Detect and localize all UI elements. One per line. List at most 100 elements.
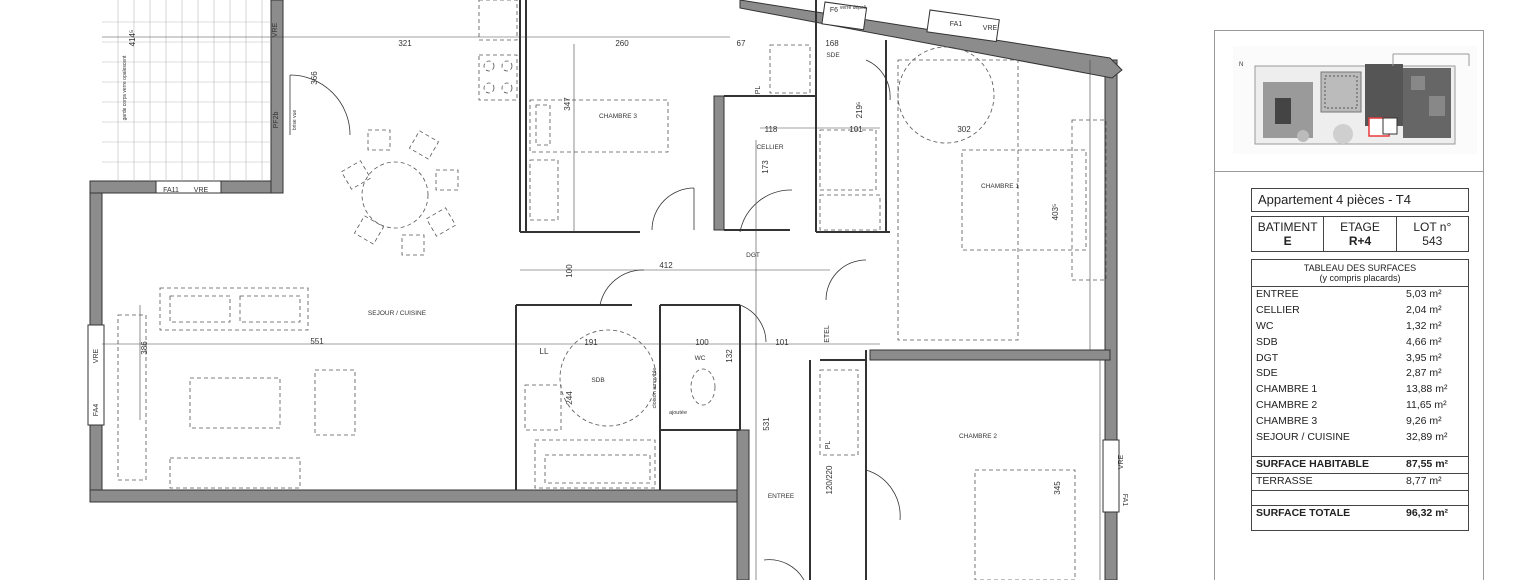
dim-345: 345: [1053, 481, 1062, 495]
surface-room: DGT: [1256, 351, 1279, 364]
dim-118: 118: [765, 125, 778, 134]
dim-403: 403⁵: [1051, 204, 1060, 221]
surface-area: 13,88 m²: [1406, 383, 1448, 396]
apartment-title: Appartement 4 pièces - T4: [1251, 188, 1469, 212]
dim-173: 173: [761, 160, 770, 174]
dim-260: 260: [615, 39, 629, 48]
surface-area: 9,26 m²: [1406, 415, 1442, 428]
surface-room: SEJOUR / CUISINE: [1256, 431, 1350, 444]
mark-fa11: FA11: [163, 187, 179, 194]
dim-412: 412: [659, 261, 673, 270]
terrace-grid: [102, 0, 271, 181]
surface-totale-value: 96,32 m²: [1406, 506, 1449, 519]
surface-row: SEJOUR / CUISINE 32,89 m²: [1252, 430, 1468, 446]
mark-verre: verre dépoli: [840, 5, 866, 11]
surface-room: CHAMBRE 3: [1256, 415, 1318, 428]
dim-414: 414⁵: [128, 30, 137, 47]
surface-room: ENTREE: [1256, 288, 1299, 300]
surface-area: 3,95 m²: [1406, 351, 1442, 364]
etage-label: ETAGE: [1340, 220, 1380, 234]
surface-room: WC: [1256, 319, 1274, 332]
dimension-lines: [102, 36, 1101, 580]
room-label-sejour: SEJOUR / CUISINE: [368, 310, 427, 317]
mark-vre-fa11: VRE: [194, 187, 209, 194]
mark-cloison: cloison amovible: [652, 368, 658, 409]
mark-vre-fa1-top: VRE: [983, 25, 998, 32]
lot-value: 543: [1422, 234, 1443, 248]
mark-fa1-top: FA1: [950, 21, 963, 28]
room-label-sde: SDE: [826, 52, 840, 59]
surface-row: CHAMBRE 2 11,65 m²: [1252, 398, 1468, 414]
mark-pl-1: PL: [755, 86, 762, 95]
mark-vre-fa4: VRE: [93, 348, 100, 363]
dim-219: 219⁵: [855, 102, 864, 119]
batiment-cell: BATIMENT E: [1252, 217, 1325, 251]
site-map-thumbnail: N: [1233, 46, 1477, 154]
info-panel: [1214, 30, 1484, 580]
dim-347: 347: [563, 97, 572, 111]
surface-row: ENTREE 5,03 m²: [1252, 287, 1468, 303]
room-label-chambre3: CHAMBRE 3: [599, 113, 637, 120]
surface-room: CHAMBRE 2: [1256, 399, 1318, 412]
dim-302: 302: [957, 125, 971, 134]
mark-vre-fa1-right: VRE: [1118, 454, 1125, 469]
surface-habitable-value: 87,55 m²: [1406, 457, 1449, 470]
surface-row: DGT 3,95 m²: [1252, 351, 1468, 367]
lot-label: LOT n°: [1413, 220, 1452, 234]
mark-ajoutee: ajoutée: [669, 410, 687, 416]
dim-244: 244: [565, 391, 574, 405]
surface-row: CHAMBRE 3 9,26 m²: [1252, 414, 1468, 430]
surface-room: CHAMBRE 1: [1256, 383, 1318, 396]
dim-132: 132: [725, 349, 734, 363]
surface-area: 11,65 m²: [1406, 399, 1447, 412]
surface-totale-label: SURFACE TOTALE: [1256, 506, 1351, 519]
surfaces-table: TABLEAU DES SURFACES (y compris placards…: [1251, 259, 1469, 531]
surface-row: WC 1,32 m²: [1252, 319, 1468, 335]
room-label-ll: LL: [540, 347, 549, 356]
interior-partitions: [515, 0, 890, 580]
dim-120: 120/220: [825, 465, 834, 494]
room-label-chambre2: CHAMBRE 2: [959, 433, 997, 440]
dim-551: 551: [310, 337, 324, 346]
surface-area: 32,89 m²: [1406, 431, 1448, 444]
terrasse-value: 8,77 m²: [1406, 474, 1442, 487]
mark-pl-2: PL: [825, 441, 832, 450]
surface-area: 2,04 m²: [1406, 303, 1442, 316]
building-info-table: BATIMENT E ETAGE R+4 LOT n° 543: [1251, 216, 1469, 252]
mark-fa4: FA4: [93, 404, 100, 417]
mark-pf2b: PF2b: [273, 112, 280, 129]
floor-plan: CHAMBRE 3 CELLIER SDE CHAMBRE 1 DGT SEJO…: [87, 0, 1128, 580]
surface-habitable-row: SURFACE HABITABLE 87,55 m²: [1252, 455, 1468, 474]
etage-value: R+4: [1348, 234, 1372, 248]
dim-191: 191: [584, 338, 598, 347]
mark-garde-corps: garde corps verre opalescent: [122, 55, 128, 120]
batiment-label: BATIMENT: [1257, 220, 1318, 234]
room-label-cellier: CELLIER: [756, 144, 783, 151]
surfaces-title: TABLEAU DES SURFACES: [1303, 263, 1417, 273]
dim-101a: 101: [849, 125, 863, 134]
furniture: [117, 0, 1107, 580]
surface-habitable-label: SURFACE HABITABLE: [1256, 457, 1369, 470]
dim-67: 67: [737, 39, 746, 48]
surface-area: 1,32 m²: [1406, 319, 1442, 332]
room-label-entree: ENTREE: [768, 493, 795, 500]
lot-cell: LOT n° 543: [1397, 217, 1468, 251]
room-label-dgt: DGT: [746, 252, 760, 259]
dim-531: 531: [762, 417, 771, 431]
dim-321: 321: [398, 39, 412, 48]
mark-f6: F6: [830, 7, 838, 14]
batiment-value: E: [1283, 234, 1292, 248]
mark-vre-pf2b: VRE: [272, 22, 279, 37]
surfaces-header: TABLEAU DES SURFACES (y compris placards…: [1252, 260, 1468, 287]
dim-101b: 101: [775, 338, 789, 347]
dim-386: 386: [140, 341, 149, 355]
surface-totale-row: SURFACE TOTALE 96,32 m²: [1252, 504, 1468, 522]
dim-100: 100: [695, 338, 709, 347]
surface-area: 5,03 m²: [1406, 288, 1442, 300]
panel-divider: [1215, 171, 1483, 172]
